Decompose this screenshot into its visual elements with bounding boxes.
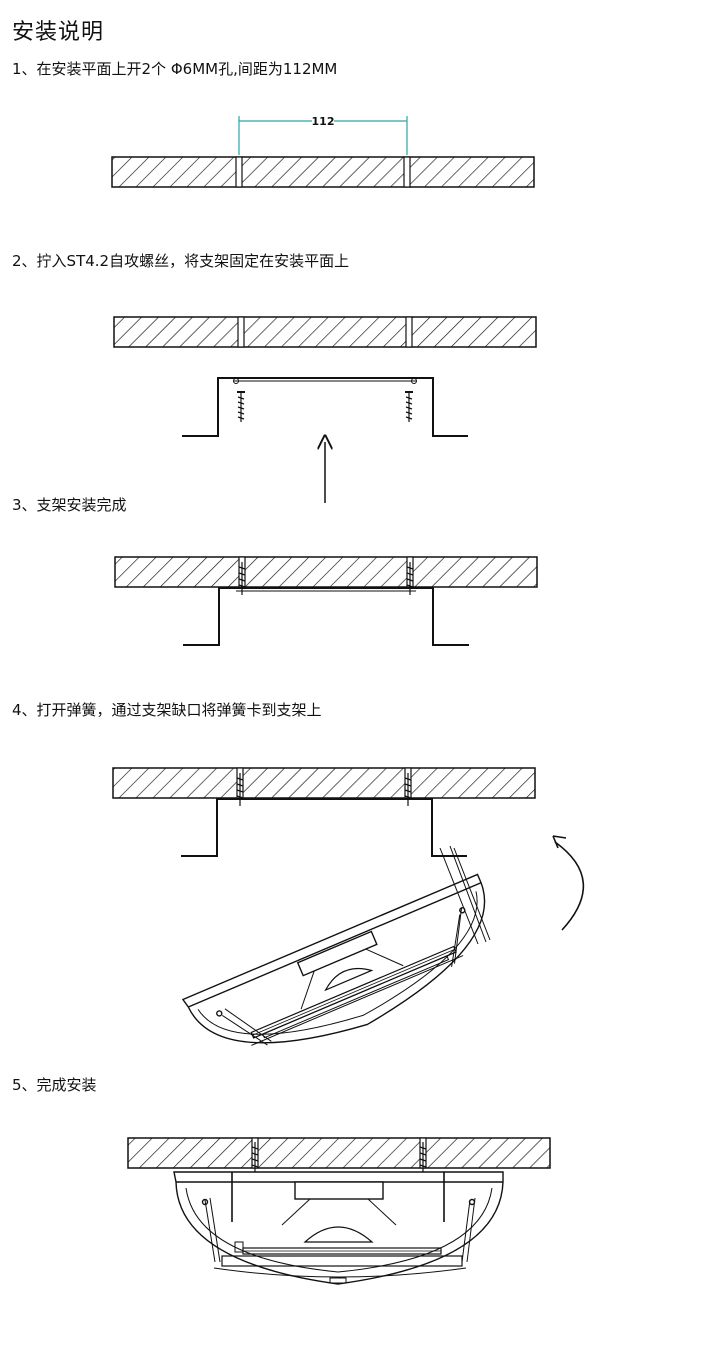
mounting-surface (111, 156, 535, 188)
step-5-label: 5、完成安装 (12, 1076, 97, 1094)
screw-icon (404, 773, 412, 806)
step-4-diagram (112, 767, 585, 1046)
rotate-arrow-head-icon (552, 835, 567, 849)
step-2-label: 2、拧入ST4.2自攻螺丝，将支架固定在安装平面上 (12, 252, 350, 270)
mounting-surface (113, 316, 537, 348)
speaker-unit (181, 873, 486, 1046)
step-3-diagram (114, 556, 538, 646)
step-3-label: 3、支架安装完成 (12, 496, 127, 514)
mounting-surface (112, 767, 536, 799)
screw-icon (251, 1142, 259, 1176)
screw-icon (406, 562, 414, 595)
bracket (181, 798, 467, 857)
dimension-line (238, 116, 408, 155)
step-4-label: 4、打开弹簧，通过支架缺口将弹簧卡到支架上 (12, 701, 322, 719)
page-title: 安装说明 (12, 20, 105, 45)
bracket (183, 587, 469, 646)
screw-icon (405, 391, 413, 422)
mounting-surface (127, 1137, 551, 1169)
screw-icon (236, 773, 244, 806)
speaker-unit (173, 1171, 504, 1285)
spring-wire (439, 845, 491, 945)
bracket (182, 377, 468, 437)
rotate-arrow-icon (554, 841, 585, 931)
step-1-label: 1、在安装平面上开2个 Φ6MM孔,间距为112MM (12, 60, 338, 78)
screw-icon (238, 562, 246, 595)
screw-icon (237, 391, 245, 422)
mounting-surface (114, 556, 538, 588)
step-5-diagram (127, 1137, 551, 1285)
step-2-diagram (113, 316, 537, 503)
dimension-label: 112 (312, 115, 335, 128)
screw-icon (419, 1142, 427, 1176)
step-1-diagram: 112 (111, 115, 535, 188)
